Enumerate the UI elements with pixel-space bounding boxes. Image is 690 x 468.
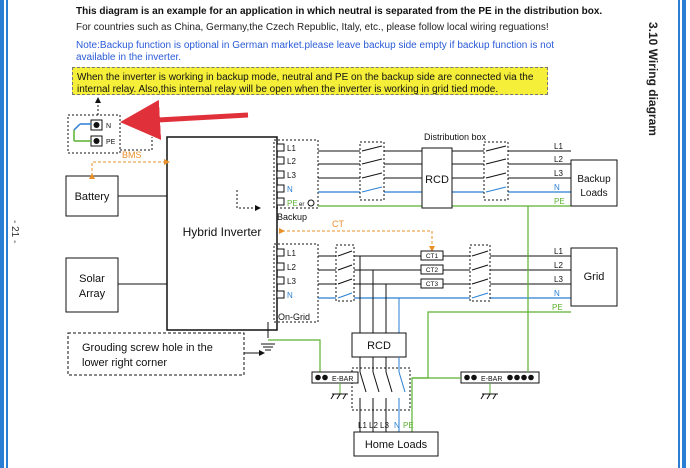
svg-text:PE: PE xyxy=(554,197,565,206)
svg-text:er: er xyxy=(299,202,304,208)
ct-line xyxy=(279,228,435,252)
svg-text:RCD: RCD xyxy=(367,340,391,352)
svg-text:Grouding screw hole in the: Grouding screw hole in the xyxy=(82,342,213,354)
svg-text:N: N xyxy=(554,289,560,298)
solar-array: Solar Array xyxy=(65,257,119,313)
svg-text:N: N xyxy=(554,183,560,192)
svg-text:L1: L1 xyxy=(554,142,563,151)
ebar-right: E-BAR xyxy=(460,371,540,400)
ground-symbol xyxy=(261,343,275,351)
grounding-note: Grouding screw hole in the lower right c… xyxy=(67,332,245,376)
backup-loads: Backup Loads xyxy=(570,159,618,207)
bms-line xyxy=(89,159,170,179)
svg-text:Backup: Backup xyxy=(577,174,611,185)
svg-text:L3: L3 xyxy=(287,277,296,286)
header-note: Note:Backup function is optional in Germ… xyxy=(76,40,555,63)
solar-label-2: Array xyxy=(79,288,106,300)
left-accent-bar xyxy=(0,0,4,468)
ct-label: CT xyxy=(332,219,344,229)
svg-text:lower right corner: lower right corner xyxy=(82,357,167,369)
header-line-1: This diagram is an example for an applic… xyxy=(76,6,603,17)
hybrid-inverter: Hybrid Inverter xyxy=(166,136,278,331)
svg-text:Home Loads: Home Loads xyxy=(365,439,428,451)
home-loads: Home Loads xyxy=(353,431,439,457)
svg-text:L2: L2 xyxy=(287,263,296,272)
svg-text:N: N xyxy=(287,291,293,300)
svg-text:PE: PE xyxy=(403,421,414,430)
right-accent-bar-2 xyxy=(678,0,680,468)
rcd-bottom: RCD xyxy=(351,332,407,358)
svg-text:L2: L2 xyxy=(287,157,296,166)
backup-terminals: L1 L2 L3 N PE er xyxy=(273,139,319,209)
relay-label-pe: PE xyxy=(106,139,116,146)
svg-text:L3: L3 xyxy=(380,421,389,430)
svg-text:L1: L1 xyxy=(554,247,563,256)
svg-text:PE: PE xyxy=(287,199,298,208)
header-line-2: For countries such as China, Germany,the… xyxy=(76,22,549,33)
ongrid-terminals: L1 L2 L3 N On-Grid xyxy=(273,243,319,323)
svg-text:L2: L2 xyxy=(369,421,378,430)
svg-text:N: N xyxy=(287,185,293,194)
svg-text:Loads: Loads xyxy=(580,188,607,199)
solar-label-1: Solar xyxy=(79,273,105,285)
inverter-label: Hybrid Inverter xyxy=(183,225,262,239)
svg-text:E-BAR: E-BAR xyxy=(481,376,502,383)
svg-text:Grid: Grid xyxy=(584,271,605,283)
grid: Grid xyxy=(570,247,618,307)
svg-text:L3: L3 xyxy=(554,169,563,178)
ct-sensors: CT1 CT2 CT3 xyxy=(420,250,444,289)
svg-text:L1: L1 xyxy=(287,249,296,258)
left-accent-bar-2 xyxy=(6,0,8,468)
distribution-box-label: Distribution box xyxy=(424,132,487,142)
svg-text:RCD: RCD xyxy=(425,174,449,186)
rcd-top: RCD xyxy=(421,147,453,209)
svg-text:L2: L2 xyxy=(554,261,563,270)
svg-text:L1: L1 xyxy=(358,421,367,430)
battery: Battery xyxy=(65,175,119,217)
svg-text:CT2: CT2 xyxy=(426,267,439,274)
backup-label: Backup xyxy=(277,212,307,222)
svg-text:PE: PE xyxy=(552,303,563,312)
svg-text:CT1: CT1 xyxy=(426,253,439,260)
relay-box: N PE xyxy=(67,97,121,154)
red-arrow xyxy=(120,99,249,140)
svg-text:N: N xyxy=(394,421,400,430)
bms-label: BMS xyxy=(122,150,142,160)
battery-label: Battery xyxy=(75,191,110,203)
warning-box: When the inverter is working in backup m… xyxy=(72,67,548,95)
svg-text:L1: L1 xyxy=(287,144,296,153)
svg-text:L3: L3 xyxy=(554,275,563,284)
svg-text:E-BAR: E-BAR xyxy=(332,376,353,383)
svg-text:On-Grid: On-Grid xyxy=(278,312,310,322)
ebar-left: E-BAR xyxy=(311,371,359,400)
svg-text:L3: L3 xyxy=(287,171,296,180)
svg-text:CT3: CT3 xyxy=(426,281,439,288)
right-accent-bar xyxy=(682,0,686,468)
relay-label-n: N xyxy=(106,123,111,130)
svg-text:L2: L2 xyxy=(554,155,563,164)
